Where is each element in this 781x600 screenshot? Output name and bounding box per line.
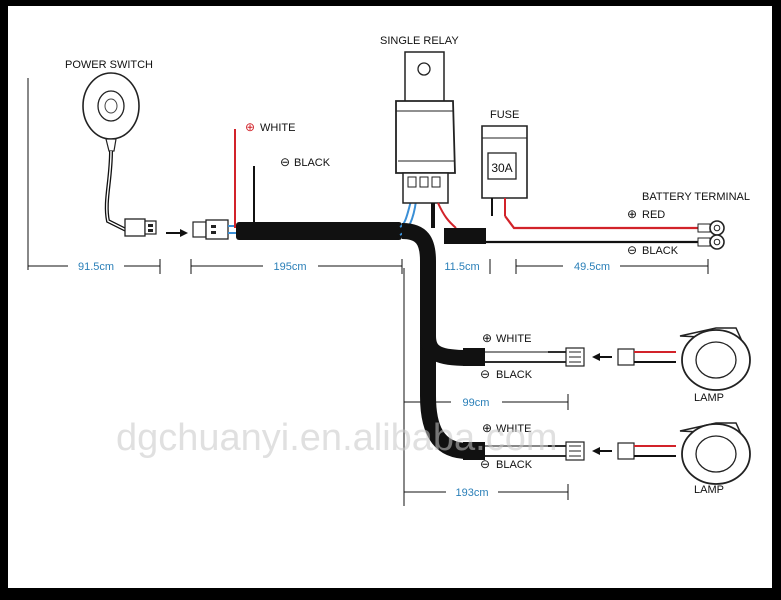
lamp2-icon (679, 422, 751, 485)
negative-symbol: ⊖ (480, 457, 490, 471)
power-switch (82, 72, 157, 237)
wiring-diagram: 30A (27, 35, 751, 506)
battery-terminal-label: BATTERY TERMINAL (642, 191, 750, 203)
white-lamp2-label: WHITE (496, 423, 531, 435)
battery-wires (444, 215, 725, 250)
positive-symbol: ⊕ (245, 120, 255, 134)
lamp1-branch (485, 347, 676, 367)
watermark-text: dgchuanyi.en.alibaba.com (116, 417, 558, 459)
white-top-label: WHITE (260, 122, 295, 134)
positive-symbol: ⊕ (627, 207, 637, 221)
diagram-canvas: 30A (8, 6, 772, 588)
negative-symbol: ⊖ (280, 155, 290, 169)
lamp2-label: LAMP (694, 484, 724, 496)
main-harness (234, 129, 485, 460)
negative-symbol: ⊖ (627, 243, 637, 257)
dimension-lamp1-lead: 99cm (463, 397, 490, 409)
positive-symbol: ⊕ (482, 331, 492, 345)
red-battery-label: RED (642, 209, 665, 221)
white-lamp1-label: WHITE (496, 333, 531, 345)
fuse-rating: 30A (491, 161, 512, 175)
black-lamp2-label: BLACK (496, 459, 533, 471)
lamp2-branch (485, 441, 676, 461)
positive-symbol: ⊕ (482, 421, 492, 435)
relay (395, 51, 457, 229)
black-lamp1-label: BLACK (496, 369, 533, 381)
harness-switch-connector (192, 219, 238, 240)
black-battery-label: BLACK (642, 245, 679, 257)
fuse-label: FUSE (490, 109, 519, 121)
lamp1-icon (679, 327, 751, 391)
dimension-lines (27, 78, 709, 506)
dimension-lamp2-lead: 193cm (455, 487, 488, 499)
dimension-battery-lead: 49.5cm (574, 261, 610, 273)
dimension-relay-to-fuse: 11.5cm (444, 261, 479, 273)
power-switch-label: POWER SWITCH (65, 59, 153, 71)
dimension-harness-main: 195cm (273, 261, 306, 273)
lamp1-label: LAMP (694, 392, 724, 404)
fuse-holder: 30A (481, 125, 528, 216)
negative-symbol: ⊖ (480, 367, 490, 381)
single-relay-label: SINGLE RELAY (380, 35, 459, 47)
black-top-label: BLACK (294, 157, 331, 169)
dimension-switch-lead: 91.5cm (78, 261, 114, 273)
switch-plug-arrow (166, 229, 188, 237)
